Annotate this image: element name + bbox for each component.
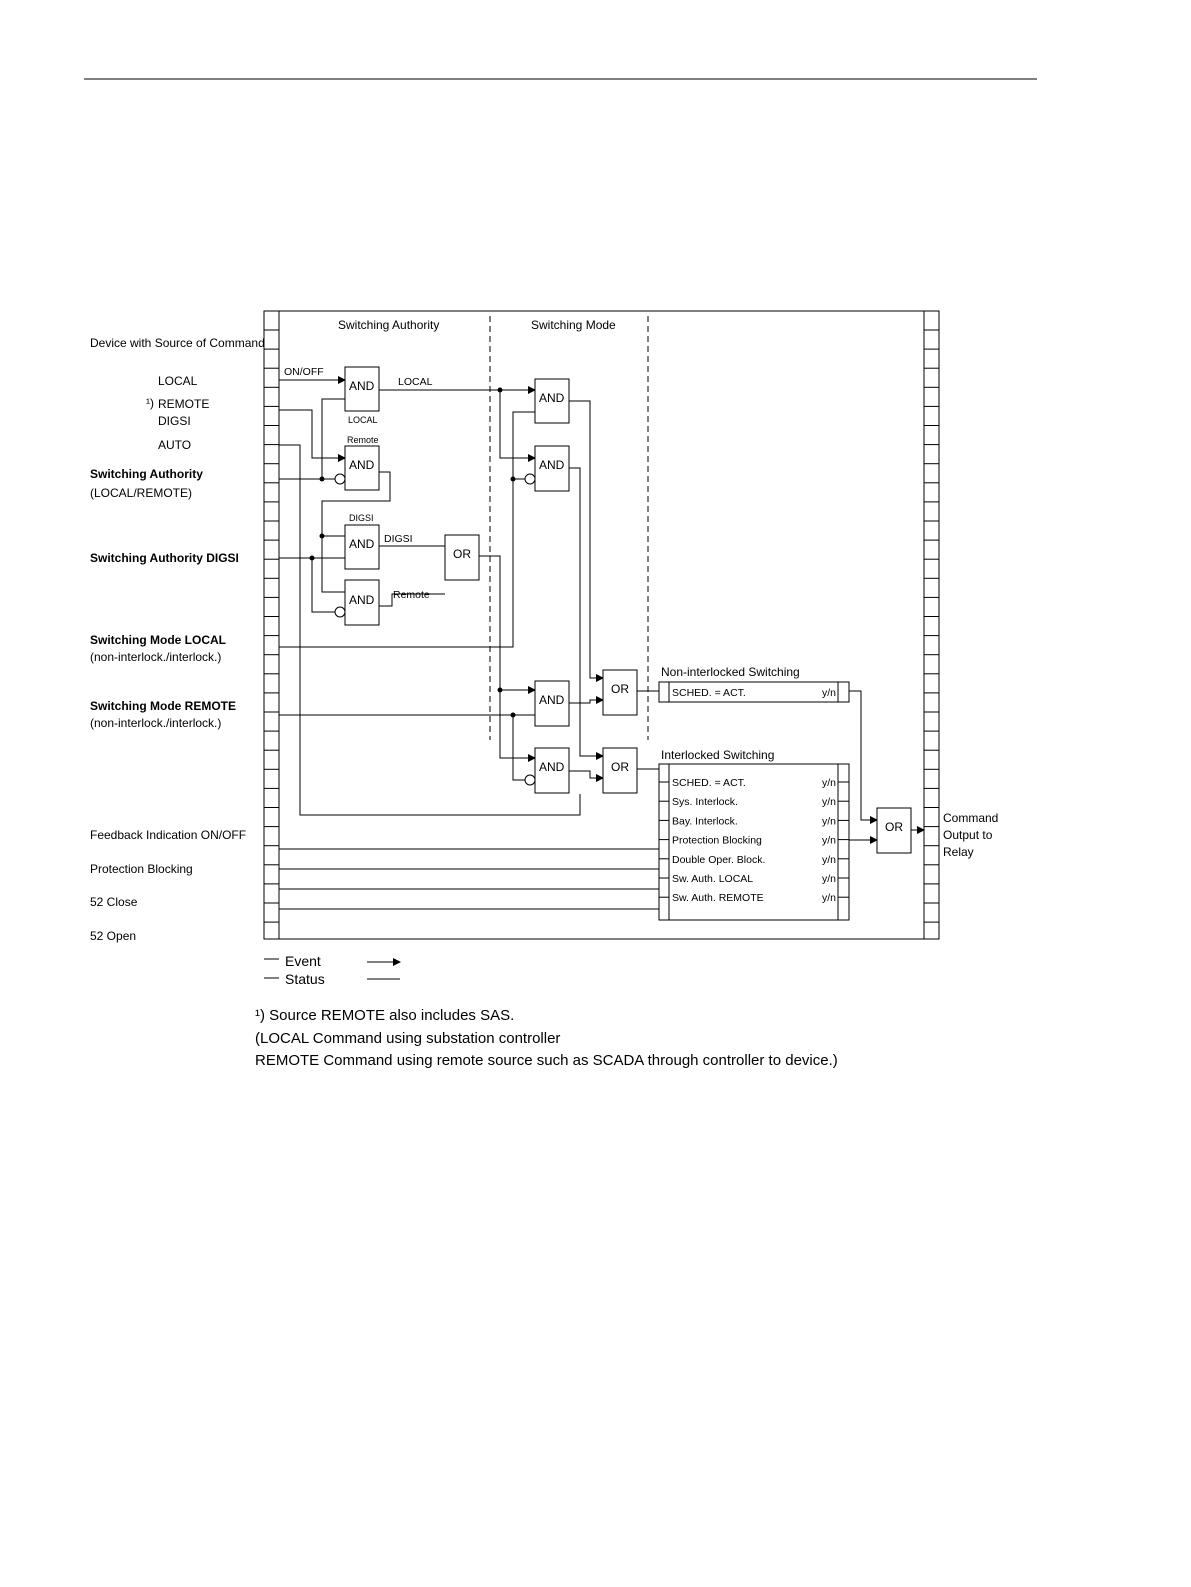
signal-digsi: DIGSI (384, 533, 413, 545)
svg-text:AND: AND (539, 391, 565, 405)
input-sw-mode-local-sub: (non-interlock./interlock.) (90, 650, 221, 664)
and-gate-4: AND (334, 579, 380, 626)
right-terminal-strip (924, 329, 939, 923)
input-sw-mode-remote-sub: (non-interlock./interlock.) (90, 716, 221, 730)
input-prot-blocking: Protection Blocking (90, 862, 193, 876)
and-gate-3: AND (344, 524, 380, 570)
interlocked-row-yn: y/n (822, 777, 836, 789)
svg-text:Relay: Relay (943, 845, 974, 859)
input-remote-note: ¹) (146, 396, 154, 410)
and-gate-1: AND (344, 366, 380, 412)
or-gate-output: OR (876, 807, 912, 854)
interlocked-row-yn: y/n (822, 835, 836, 847)
footnote-line-3: REMOTE Command using remote source such … (255, 1052, 838, 1069)
svg-text:OR: OR (611, 760, 629, 774)
inputs-header: Device with Source of Command (90, 336, 265, 350)
svg-text:OR: OR (453, 547, 471, 561)
wiring (279, 376, 925, 910)
svg-text:AND: AND (349, 458, 375, 472)
interlocked-title: Interlocked Switching (661, 748, 774, 762)
svg-text:AND: AND (539, 458, 565, 472)
signal-labels: ON/OFF LOCAL LOCAL Remote DIGSI DIGSI Re… (284, 366, 433, 601)
input-remote: REMOTE (158, 397, 209, 411)
input-labels: Device with Source of Command LOCAL ¹) R… (90, 336, 265, 943)
and-gate-2: AND (334, 445, 380, 491)
interlocked-row-yn: y/n (822, 873, 836, 885)
interlocked-row-yn: y/n (822, 815, 836, 827)
interlocked-row-yn: y/n (822, 854, 836, 866)
svg-text:Output to: Output to (943, 828, 993, 842)
input-sw-mode-local: Switching Mode LOCAL (90, 633, 226, 647)
signal-remote-small: Remote (347, 435, 379, 445)
or-gate-2: OR (602, 669, 638, 716)
non-interlocked-row: SCHED. = ACT. (672, 687, 746, 699)
interlocked-block: Interlocked Switching SCHED. = ACT.y/nSy… (658, 748, 850, 921)
legend: Event Status (264, 953, 401, 987)
footnote: ¹) Source REMOTE also includes SAS. (LOC… (255, 1007, 838, 1069)
and-gate-7: AND (534, 680, 570, 727)
svg-text:AND: AND (349, 593, 375, 607)
and-gate-6: AND (524, 445, 570, 492)
interlocked-row-yn: y/n (822, 892, 836, 904)
or-gate-1: OR (444, 534, 480, 581)
input-sw-mode-remote: Switching Mode REMOTE (90, 699, 236, 713)
signal-on-off: ON/OFF (284, 366, 324, 378)
input-sw-auth: Switching Authority (90, 467, 203, 481)
non-interlocked-block: Non-interlocked Switching SCHED. = ACT. … (658, 665, 850, 703)
or-gate-3: OR (602, 747, 638, 794)
input-sw-auth-sub: (LOCAL/REMOTE) (90, 486, 192, 500)
legend-event: Event (285, 953, 321, 969)
interlocked-row-label: Bay. Interlock. (672, 815, 738, 827)
input-digsi: DIGSI (158, 414, 191, 428)
and-gate-8: AND (524, 747, 570, 794)
legend-status: Status (285, 971, 325, 987)
signal-digsi-small: DIGSI (349, 513, 374, 523)
input-auto: AUTO (158, 438, 191, 452)
signal-local-small: LOCAL (348, 415, 378, 425)
svg-text:AND: AND (349, 537, 375, 551)
input-local: LOCAL (158, 374, 198, 388)
svg-text:AND: AND (349, 379, 375, 393)
footnote-line-2: (LOCAL Command using substation controll… (255, 1030, 560, 1047)
signal-remote: Remote (393, 589, 430, 601)
input-sw-auth-digsi: Switching Authority DIGSI (90, 551, 239, 565)
input-52-open: 52 Open (90, 929, 136, 943)
input-52-close: 52 Close (90, 895, 138, 909)
interlocked-row-label: SCHED. = ACT. (672, 777, 746, 789)
interlocked-row-yn: y/n (822, 796, 836, 808)
svg-text:Command: Command (943, 811, 998, 825)
input-feedback: Feedback Indication ON/OFF (90, 828, 246, 842)
signal-local: LOCAL (398, 376, 433, 388)
footnote-line-1: ¹) Source REMOTE also includes SAS. (255, 1007, 514, 1024)
interlocked-row-label: Sw. Auth. REMOTE (672, 892, 764, 904)
section-switching-authority: Switching Authority (338, 318, 439, 332)
svg-text:AND: AND (539, 693, 565, 707)
interlocked-row-label: Sys. Interlock. (672, 796, 738, 808)
non-interlocked-title: Non-interlocked Switching (661, 665, 800, 679)
svg-text:OR: OR (885, 820, 903, 834)
output-label: Command Output to Relay (943, 811, 998, 859)
diagram-frame (263, 310, 940, 940)
svg-text:AND: AND (539, 760, 565, 774)
and-gate-5: AND (534, 378, 570, 424)
svg-text:OR: OR (611, 682, 629, 696)
interlocked-row-label: Double Oper. Block. (672, 854, 765, 866)
left-terminal-strip (264, 329, 279, 923)
non-interlocked-yn: y/n (822, 687, 836, 699)
section-switching-mode: Switching Mode (531, 318, 616, 332)
interlocked-row-label: Sw. Auth. LOCAL (672, 873, 753, 885)
interlocked-row-label: Protection Blocking (672, 835, 762, 847)
